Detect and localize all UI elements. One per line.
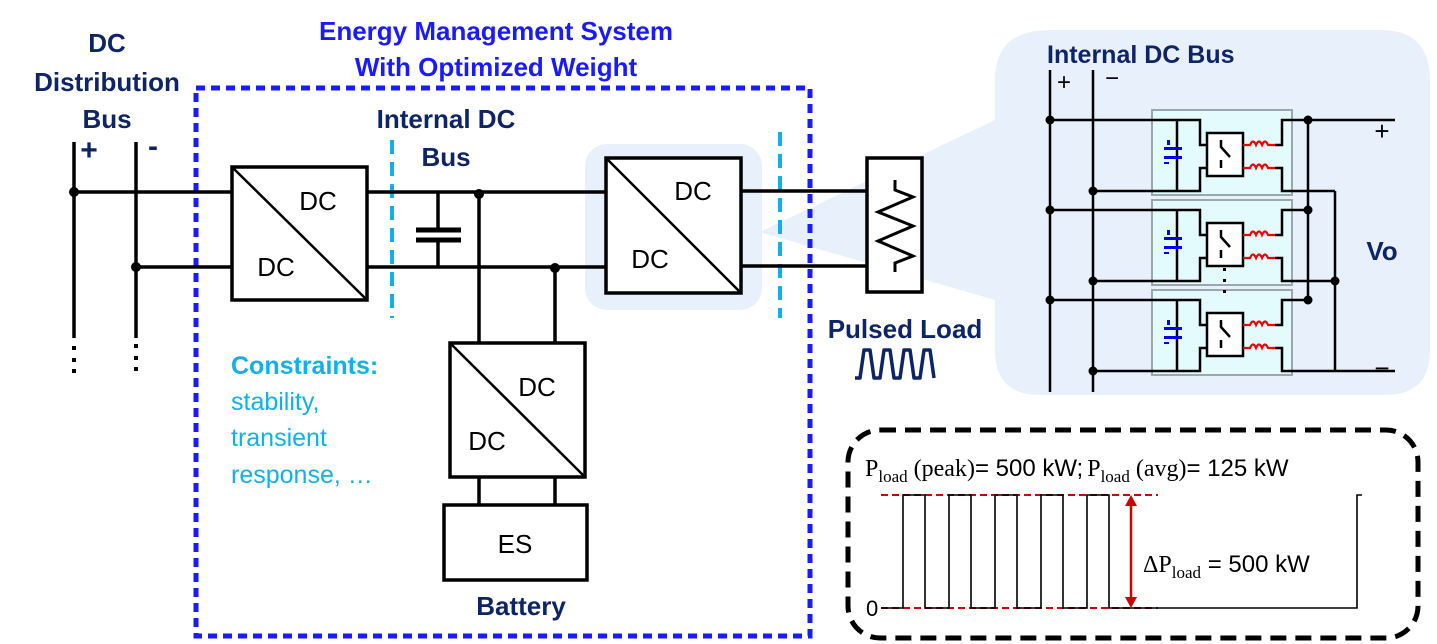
dc-distribution-bus-label-1: DC [88, 28, 126, 58]
converter-module [1050, 109, 1335, 196]
dc-distribution-bus-label-3: Bus [82, 104, 131, 134]
wire [1093, 256, 1207, 283]
avg-value: = 125 kW [1187, 455, 1289, 482]
capacitor-plus-icon [1167, 230, 1170, 235]
dc-bus-plus: + [80, 134, 98, 167]
pulse-waveform-line [881, 494, 1362, 609]
switch-icon [1219, 230, 1231, 248]
p-symbol: P [1087, 456, 1100, 482]
capacitor-plus-icon [1167, 140, 1170, 145]
switch-icon [1219, 320, 1231, 338]
wire [1275, 208, 1308, 237]
inset-title: Internal DC Bus [1047, 41, 1235, 69]
es-label: ES [498, 529, 533, 559]
wire [1050, 118, 1207, 147]
wire [1093, 346, 1207, 373]
wire [1050, 298, 1207, 327]
ems-boundary [193, 85, 813, 639]
peak-suffix: (peak) [908, 456, 975, 482]
converter-module [1050, 289, 1335, 376]
pulse-train [881, 494, 1362, 609]
resistor-icon [874, 180, 917, 272]
bus-capacitor [416, 192, 461, 267]
wire [1275, 346, 1335, 373]
input-dc-dc-converter: DC DC [230, 165, 369, 302]
constraints-line: transient [231, 424, 327, 452]
wire [1093, 166, 1207, 193]
ellipsis-dot [1223, 268, 1226, 271]
ems-title-line2: With Optimized Weight [355, 52, 638, 82]
subscript: load [1172, 563, 1202, 582]
capacitor-plate [1164, 147, 1182, 150]
internal-dc-bus-label-2: Bus [421, 142, 470, 172]
peak-power-label: Pload (peak)= 500 kW;Pload (avg)= 125 kW [865, 455, 1289, 486]
switch-box [1205, 221, 1245, 268]
converter-label: DC [518, 372, 556, 402]
capacitor-plate [1164, 237, 1182, 240]
delta-arrow [1125, 495, 1137, 608]
p-symbol: P [865, 456, 878, 482]
dc-distribution-bus-label-2: Distribution [34, 67, 180, 97]
battery-label: Battery [476, 591, 566, 621]
inductor-icon [1243, 320, 1275, 328]
wire [1275, 118, 1308, 147]
capacitor-plate [1164, 156, 1182, 159]
subscript: load [878, 467, 908, 486]
inductor-icon [1243, 253, 1275, 261]
inductor-icon [1243, 140, 1275, 148]
inset-modules [1045, 109, 1395, 376]
constraints-line: stability, [231, 388, 319, 416]
pulsed-load-label: Pulsed Load [828, 314, 983, 344]
inset-plus: + [1057, 69, 1071, 96]
battery-dc-dc-converter: DC DC [448, 341, 587, 479]
switch-box [1205, 131, 1245, 178]
capacitor-minus-icon [1164, 342, 1169, 344]
inset-output-plus: + [1374, 116, 1389, 146]
capacitor-minus-icon [1164, 252, 1169, 254]
converter-label: DC [674, 176, 712, 206]
wire [1050, 208, 1207, 237]
inductor-icon [1243, 230, 1275, 238]
converter-label: DC [299, 186, 337, 216]
energy-storage-box: ES [442, 503, 589, 582]
junction-dot [1330, 276, 1340, 286]
constraints-line: response, … [231, 461, 373, 489]
converter-module [1050, 199, 1335, 286]
waveform-box [845, 427, 1421, 641]
dc-bus-continuation-dots [72, 344, 138, 373]
switch-box [1205, 311, 1245, 358]
capacitor-minus-icon [1164, 162, 1169, 164]
delta-p-symbol: ΔP [1143, 552, 1172, 578]
pulse-wave-icon [855, 348, 936, 380]
dc-bus-minus: - [148, 130, 158, 163]
pulsed-load-resistor [865, 156, 924, 294]
inset-minus: − [1105, 65, 1119, 92]
avg-suffix: (avg) [1130, 456, 1187, 482]
inset-output-minus: − [1374, 353, 1389, 383]
converter-label: DC [468, 426, 506, 456]
vo-label: Vo [1366, 236, 1397, 266]
converter-label: DC [257, 252, 295, 282]
ellipsis-dot [1223, 290, 1226, 293]
capacitor-plate [1164, 246, 1182, 249]
capacitor-plus-icon [1167, 320, 1170, 325]
inductor-icon [1243, 343, 1275, 351]
peak-value: = 500 kW; [975, 455, 1083, 482]
ellipsis-dot [1223, 279, 1226, 282]
converter-label: DC [631, 244, 669, 274]
capacitor-plate [1164, 327, 1182, 330]
subscript: load [1101, 467, 1131, 486]
zero-label: 0 [866, 596, 878, 621]
constraints-heading: Constraints: [231, 352, 378, 380]
wire [1275, 298, 1308, 327]
switch-icon [1219, 140, 1231, 158]
internal-dc-bus-label-1: Internal DC [377, 104, 516, 134]
delta-value: = 500 kW [1201, 551, 1310, 578]
output-dc-dc-converter: DC DC [604, 156, 743, 295]
ems-title-line1: Energy Management System [319, 16, 673, 46]
capacitor-plate [1164, 336, 1182, 339]
delta-power-label: ΔPload = 500 kW [1143, 551, 1310, 582]
inductor-icon [1243, 163, 1275, 171]
